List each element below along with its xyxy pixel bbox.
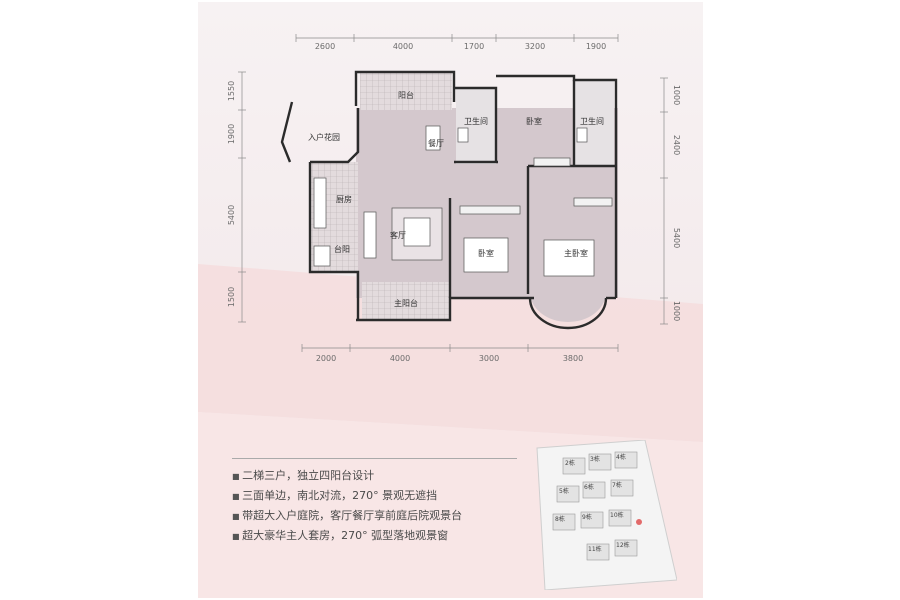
dim-bottom-4: 3800	[563, 354, 583, 363]
dim-left-3: 5400	[227, 205, 236, 225]
dim-right-4: 1000	[672, 301, 681, 321]
site-map-drawing	[536, 439, 678, 591]
feature-list: 二梯三户，独立四阳台设计 三面单边，南北对流，270° 景观无遮挡 带超大入户庭…	[232, 466, 492, 546]
dim-bottom-1: 2000	[316, 354, 336, 363]
room-label-bathroom-1: 卫生间	[464, 116, 488, 126]
bay-window	[528, 297, 608, 330]
dim-top-1: 2600	[315, 42, 335, 51]
site-map	[527, 439, 678, 591]
dim-top-5: 1900	[586, 42, 606, 51]
building-label: 12栋	[616, 542, 630, 549]
room-label-master-bedroom: 主卧室	[564, 248, 588, 258]
building-label: 9栋	[582, 514, 592, 521]
building-label: 7栋	[612, 482, 622, 489]
building-label: 3栋	[590, 456, 600, 463]
room-label-entry-garden: 入户花园	[308, 132, 340, 142]
room-label-bathroom-2: 卫生间	[580, 116, 604, 126]
building-label: 8栋	[555, 516, 565, 523]
dim-right-3: 5400	[672, 228, 681, 248]
dim-top-2: 4000	[393, 42, 413, 51]
dim-left-4: 1500	[227, 287, 236, 307]
floor-fills	[310, 72, 618, 322]
room-label-balcony: 阳台	[398, 90, 414, 100]
dim-top-4: 3200	[525, 42, 545, 51]
feature-item: 带超大入户庭院，客厅餐厅享前庭后院观景台	[232, 506, 492, 526]
room-label-utility-balcony: 台阳	[334, 244, 350, 254]
dim-right-1: 1000	[672, 85, 681, 105]
room-label-bedroom-middle: 卧室	[478, 248, 494, 258]
dim-top-3: 1700	[464, 42, 484, 51]
feature-item: 三面单边，南北对流，270° 景观无遮挡	[232, 486, 492, 506]
dimension-lines	[238, 34, 668, 352]
room-label-main-balcony: 主阳台	[394, 298, 418, 308]
building-label: 4栋	[616, 454, 626, 461]
feature-item: 二梯三户，独立四阳台设计	[232, 466, 492, 486]
dim-right-2: 2400	[672, 135, 681, 155]
building-label: 11栋	[588, 546, 602, 553]
furniture	[313, 125, 613, 277]
room-label-dining: 餐厅	[428, 139, 444, 148]
building-label: 5栋	[559, 488, 569, 495]
room-label-living: 客厅	[390, 230, 406, 240]
building-label: 2栋	[565, 460, 575, 467]
room-label-kitchen: 厨房	[336, 194, 352, 204]
dim-bottom-3: 3000	[479, 354, 499, 363]
feature-divider	[232, 458, 517, 459]
building-label: 6栋	[584, 484, 594, 491]
room-label-bedroom-north: 卧室	[526, 116, 542, 126]
dim-left-2: 1900	[227, 124, 236, 144]
feature-item: 超大豪华主人套房，270° 弧型落地观景窗	[232, 526, 492, 546]
dim-left-1: 1550	[227, 81, 236, 101]
dim-bottom-2: 4000	[390, 354, 410, 363]
building-label: 10栋	[610, 512, 624, 519]
